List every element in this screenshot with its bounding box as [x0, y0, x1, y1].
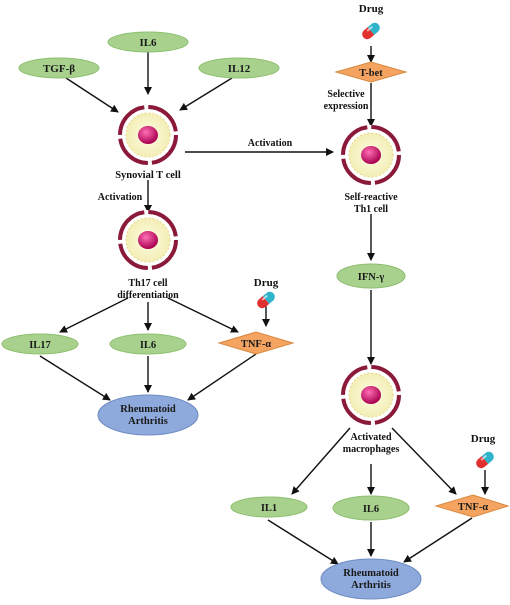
drug-mid-label: Drug [254, 277, 279, 289]
ra-left-node: Rheumatoid Arthritis [97, 394, 199, 436]
edge-th17-to-il17 [59, 297, 129, 333]
il6-bottom-label: IL6 [363, 504, 379, 515]
activation-right-label: Activation [248, 138, 293, 149]
edge-mac-to-il1 [291, 427, 351, 495]
edge-il17-to-ra-left [39, 355, 111, 401]
ifn-gamma-label: IFN-γ [358, 272, 385, 283]
tnf-alpha-bottom-label: TNF-α [458, 502, 488, 513]
il6-top-node: IL6 [107, 31, 189, 53]
synovial-t-cell [116, 103, 180, 167]
tnf-alpha-mid-label: TNF-α [241, 339, 271, 350]
drug-top-label: Drug [359, 3, 384, 15]
il12-node: IL12 [198, 57, 280, 79]
il17-label: IL17 [29, 340, 51, 351]
il6-mid-label: IL6 [140, 340, 156, 351]
edge-th17-to-tnf [167, 297, 239, 333]
edges [39, 46, 489, 565]
capsule-bottom-icon [474, 449, 496, 471]
ra-right-line1: Rheumatoid [343, 568, 399, 579]
il12-label: IL12 [228, 63, 251, 75]
ra-right-node: Rheumatoid Arthritis [320, 558, 422, 600]
il6-mid-node: IL6 [109, 333, 187, 355]
il6-bottom-node: IL6 [332, 495, 410, 521]
synovial-t-cell-label: Synovial T cell [115, 170, 181, 181]
tnf-alpha-bottom-node: TNF-α [434, 494, 510, 518]
il17-node: IL17 [1, 333, 79, 355]
macrophage-label-line2: macrophages [343, 444, 400, 455]
macrophage-label-line1: Activated [350, 432, 392, 443]
activation-down-label: Activation [98, 192, 143, 203]
edge-tgf-to-synovial [65, 77, 119, 113]
edge-il1-to-ra-right [267, 519, 339, 565]
ra-left-line1: Rheumatoid [120, 404, 176, 415]
th1-cell [339, 123, 403, 187]
drug-bottom-label: Drug [471, 433, 496, 445]
il1-node: IL1 [230, 496, 308, 518]
th1-label-line2: Th1 cell [354, 204, 388, 215]
edge-mac-to-tnf [391, 427, 457, 495]
tbet-label: T-bet [359, 68, 383, 79]
ifn-gamma-node: IFN-γ [336, 263, 406, 289]
macrophage-cell [339, 363, 403, 427]
tgf-beta-node: TGF-β [18, 57, 100, 79]
tgf-beta-label: TGF-β [43, 63, 75, 75]
expression-label: expression [324, 101, 369, 112]
il1-label: IL1 [261, 503, 277, 514]
th1-label-line1: Self-reactive [344, 192, 398, 203]
th17-cell [116, 208, 180, 272]
edge-tnfmid-to-ra-left [187, 353, 257, 401]
th17-label-line1: Th17 cell [128, 278, 167, 289]
edge-tnfbot-to-ra-right [403, 517, 473, 563]
th17-label-line2: differentiation [117, 290, 179, 301]
tnf-alpha-mid-node: TNF-α [217, 331, 295, 355]
capsule-top-icon [360, 20, 382, 42]
il6-top-label: IL6 [139, 37, 157, 49]
tbet-node: T-bet [334, 61, 408, 83]
ra-right-line2: Arthritis [351, 580, 391, 591]
edge-il12-to-synovial [179, 77, 233, 111]
ra-left-line2: Arthritis [128, 416, 168, 427]
selective-label: Selective [327, 89, 365, 100]
